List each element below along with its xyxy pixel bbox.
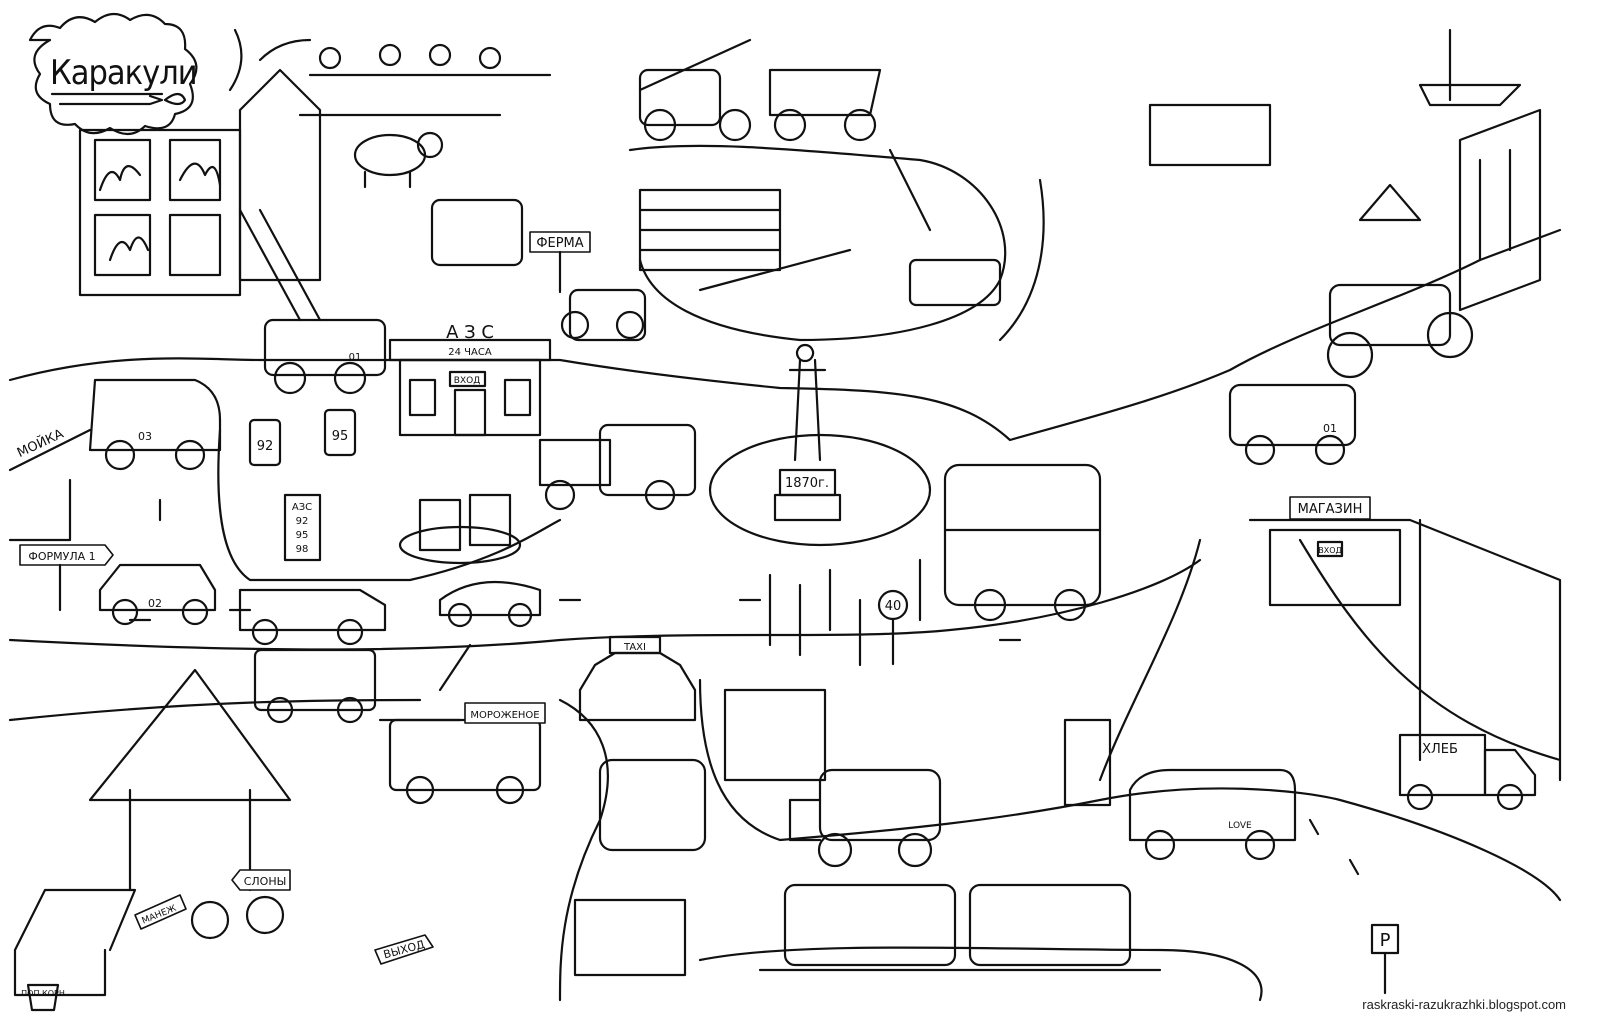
ice-cream-sign: МОРОЖЕНОЕ xyxy=(470,710,539,721)
gas-station: А З С 24 ЧАСА ВХОД 92 95 АЗС 92 95 98 xyxy=(248,322,552,565)
gas-hours: 24 ЧАСА xyxy=(448,347,492,358)
price-board-title: АЗС xyxy=(292,502,312,513)
parking-sign: P xyxy=(1370,923,1400,995)
fire-truck-left: 01 xyxy=(238,208,387,395)
gas-station-title: А З С xyxy=(446,322,494,343)
farm: ФЕРМА xyxy=(298,43,591,294)
fire-truck-right: 01 xyxy=(1228,283,1474,466)
ambulance-number: 03 xyxy=(138,430,152,443)
car-center xyxy=(598,758,707,852)
ice-cream-truck: МОРОЖЕНОЕ xyxy=(378,643,546,805)
trucks xyxy=(238,288,697,724)
pump-95: 95 xyxy=(332,429,349,444)
price-92: 92 xyxy=(296,516,309,527)
camp xyxy=(1148,28,1522,222)
fire-truck-left-number: 01 xyxy=(349,352,362,363)
van-love-text: LOVE xyxy=(1228,821,1252,831)
parking-sign-text: P xyxy=(1380,930,1391,951)
speed-limit-text: 40 xyxy=(885,599,902,614)
police-number: 02 xyxy=(148,597,162,610)
school-bus xyxy=(788,768,942,868)
monument: 1870г. xyxy=(773,343,842,522)
price-95: 95 xyxy=(296,530,309,541)
gas-entrance-sign: ВХОД xyxy=(454,376,480,386)
shop-entrance-sign: ВХОД xyxy=(1318,546,1342,555)
elephants-sign: СЛОНЫ xyxy=(244,875,287,888)
monument-year: 1870г. xyxy=(785,476,829,491)
watermark: raskraski-razukrazhki.blogspot.com xyxy=(1362,997,1566,1012)
bread-sign: ХЛЕБ xyxy=(1422,742,1458,757)
speed-limit-sign: 40 xyxy=(877,589,909,666)
popcorn-sign: ПОП КОРН xyxy=(21,989,65,998)
construction-site xyxy=(628,38,1045,342)
bread-truck: ХЛЕБ xyxy=(1398,733,1537,811)
taxi-sign: TAXI xyxy=(623,642,646,653)
farm-sign-text: ФЕРМА xyxy=(536,236,583,251)
taxi: TAXI xyxy=(578,635,697,722)
ambulance: 03 xyxy=(88,378,222,471)
double-decker-bus xyxy=(943,463,1102,622)
bus-stop xyxy=(723,688,827,782)
delivery-truck xyxy=(573,898,687,977)
fire-truck-right-number: 01 xyxy=(1323,422,1337,435)
formula-sign: ФОРМУЛА 1 xyxy=(28,550,95,563)
shop: МАГАЗИН ВХОД xyxy=(1248,108,1562,782)
logo-text: Каракули xyxy=(50,53,197,93)
roundabout xyxy=(708,433,932,547)
police-car: 02 xyxy=(98,563,217,626)
price-98: 98 xyxy=(296,544,309,555)
shop-sign: МАГАЗИН xyxy=(1298,502,1363,517)
pump-92: 92 xyxy=(257,439,274,454)
circus: СЛОНЫ МАНЕЖ ВЫХОД ПОП КОРН xyxy=(13,668,434,1012)
logo: Каракули xyxy=(28,12,198,136)
crowd xyxy=(768,558,922,667)
hippie-van: LOVE xyxy=(1128,768,1297,861)
car-wash: МОЙКА ФОРМУЛА 1 xyxy=(8,426,114,612)
tram xyxy=(758,883,1162,972)
phone-booth xyxy=(1063,718,1112,807)
burning-house xyxy=(78,28,322,297)
